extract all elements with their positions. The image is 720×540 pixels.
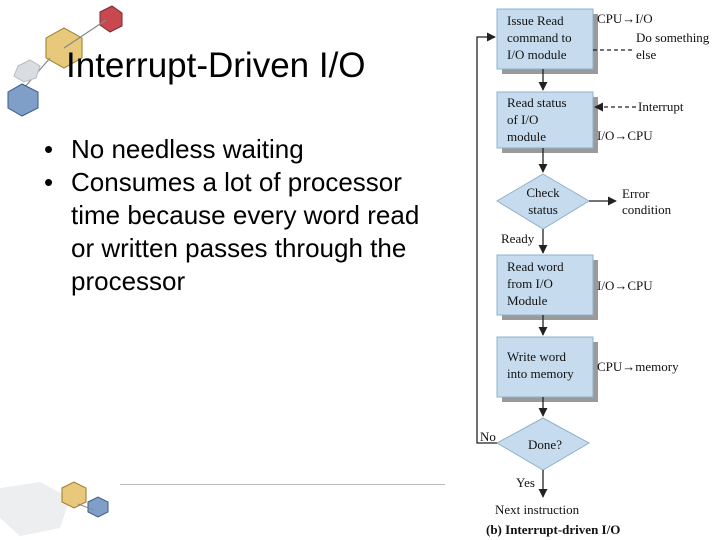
- read-word-line-2: from I/O: [507, 276, 553, 291]
- bullet-list: • No needless waiting • Consumes a lot of …: [44, 133, 444, 298]
- next-instruction: Next instruction: [495, 502, 580, 517]
- read-word-line-3: Module: [507, 293, 548, 308]
- slide-title: Interrupt-Driven I/O: [66, 46, 366, 85]
- read-word-line-1: Read word: [507, 259, 564, 274]
- note-do-else-1: Do something: [636, 30, 710, 45]
- note-interrupt: Interrupt: [638, 99, 684, 114]
- note-error-2: condition: [622, 202, 672, 217]
- flowchart-labels: Issue Read command to I/O module Read st…: [480, 11, 710, 537]
- cube-blue: [7, 83, 39, 117]
- bullet-item: • Consumes a lot of processor time becaus…: [44, 166, 444, 298]
- decorative-cubes-top: [7, 5, 123, 117]
- bullet-text: No needless waiting: [71, 134, 304, 164]
- done-label: Done?: [528, 437, 562, 452]
- cube-yellow-bottom: [61, 481, 87, 509]
- read-status-line-2: of I/O: [507, 112, 538, 127]
- note-io-cpu-1: I/O→CPU: [597, 128, 653, 143]
- read-status-line-3: module: [507, 129, 546, 144]
- write-word-line-2: into memory: [507, 366, 574, 381]
- cube-grey-shadow: [13, 59, 41, 83]
- bullet-item: • No needless waiting: [44, 133, 444, 166]
- box-issue-read: [496, 8, 594, 70]
- note-do-else-2: else: [636, 47, 656, 62]
- note-cpu-io: CPU→I/O: [597, 11, 653, 26]
- note-io-cpu-2: I/O→CPU: [597, 278, 653, 293]
- flowchart-caption: (b) Interrupt-driven I/O: [486, 522, 620, 537]
- bullet-dot: •: [44, 167, 54, 197]
- cube-red: [99, 5, 123, 33]
- write-word-line-1: Write word: [507, 349, 567, 364]
- issue-line-3: I/O module: [507, 47, 567, 62]
- cube-blue-bottom: [87, 496, 109, 518]
- bullet-text: Consumes a lot of processor time because…: [71, 167, 420, 296]
- cube-stem-3: [77, 503, 95, 511]
- box-read-status: [496, 91, 594, 149]
- read-status-line-1: Read status: [507, 95, 567, 110]
- label-yes: Yes: [516, 475, 535, 490]
- issue-line-2: command to: [507, 30, 572, 45]
- note-error-1: Error: [622, 186, 650, 201]
- decorative-cubes-bottom: [0, 481, 109, 536]
- check-line-1: Check: [526, 185, 560, 200]
- cube-stem-1: [63, 19, 107, 49]
- arrow-no-loop: [476, 32, 497, 444]
- issue-line-1: Issue Read: [507, 13, 564, 28]
- bullet-dot: •: [44, 134, 54, 164]
- decorative-rule: [120, 484, 445, 485]
- label-ready: Ready: [501, 231, 535, 246]
- cube-shadow-bottom: [0, 482, 70, 536]
- note-cpu-memory: CPU→memory: [597, 359, 679, 374]
- check-line-2: status: [528, 202, 558, 217]
- connectors: [476, 32, 636, 498]
- label-no: No: [480, 429, 496, 444]
- box-read-word: [496, 254, 594, 316]
- box-write-word: [496, 336, 594, 398]
